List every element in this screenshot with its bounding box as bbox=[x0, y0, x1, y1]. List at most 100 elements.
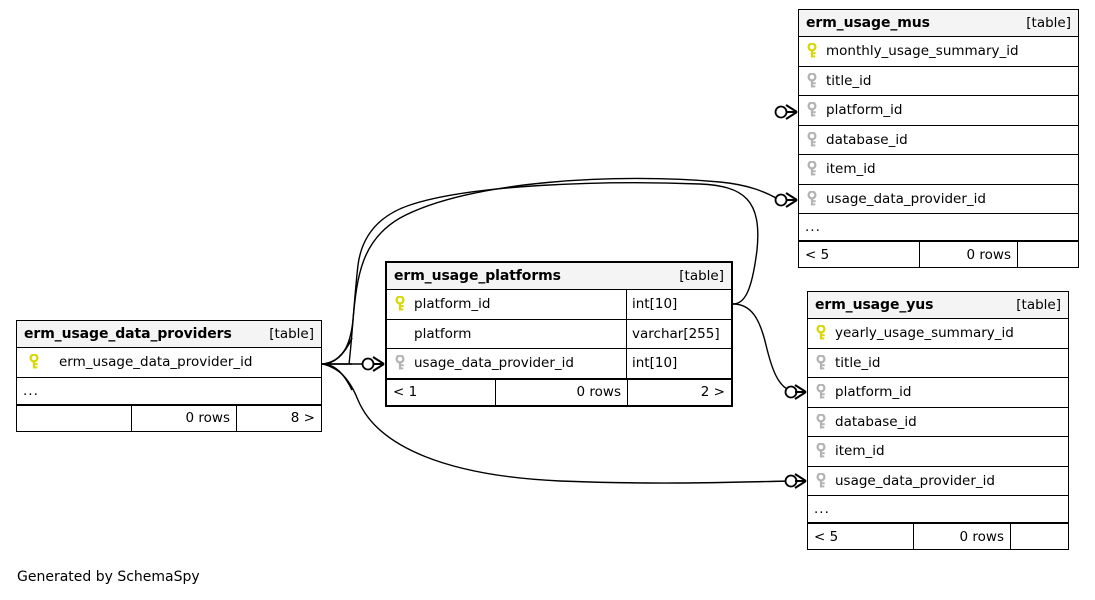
incoming-relations-count: < 5 bbox=[805, 246, 830, 263]
incoming-relations-count: < 5 bbox=[814, 528, 839, 545]
table-header[interactable]: erm_usage_data_providers [table] bbox=[17, 321, 321, 348]
table-row[interactable]: database_id bbox=[799, 126, 1078, 155]
edge-crowfoot-mus-udp-id bbox=[785, 192, 798, 208]
column-cell: title_id bbox=[808, 349, 1068, 378]
table-row[interactable]: erm_usage_data_provider_id bbox=[17, 348, 321, 378]
table-footer: 0 rows 8 > bbox=[17, 404, 321, 431]
edge-endpoint-circle-mus-platform-id bbox=[774, 105, 788, 119]
column-type: varchar[255] bbox=[626, 319, 731, 348]
incoming-relations-count: < 1 bbox=[393, 384, 418, 400]
more-columns-indicator: ... bbox=[808, 496, 1068, 523]
edge-crowfoot-platforms-udp-id bbox=[372, 356, 385, 372]
table-row[interactable]: usage_data_provider_id bbox=[808, 467, 1068, 496]
more-columns-indicator: ... bbox=[799, 214, 1078, 241]
foreign-key-icon bbox=[805, 161, 819, 177]
foreign-key-icon bbox=[393, 355, 407, 371]
column-cell: usage_data_provider_id bbox=[799, 185, 1078, 214]
primary-key-icon bbox=[805, 43, 819, 59]
table-row[interactable]: platform_id bbox=[799, 96, 1078, 126]
table-name: erm_usage_platforms bbox=[394, 268, 561, 284]
table-header[interactable]: erm_usage_mus [table] bbox=[799, 10, 1078, 37]
table-row[interactable]: item_id bbox=[808, 437, 1068, 467]
column-name: platform_id bbox=[835, 384, 912, 401]
outgoing-relations-count bbox=[1017, 242, 1078, 267]
foreign-key-icon bbox=[805, 131, 819, 148]
edge-crowfoot-yus-platform-id bbox=[794, 384, 807, 400]
table-row[interactable]: title_id bbox=[799, 67, 1078, 96]
row-count: 0 rows bbox=[131, 405, 236, 431]
table-name: erm_usage_yus bbox=[815, 297, 934, 313]
table-footer: < 5 0 rows bbox=[799, 241, 1078, 267]
table-name: erm_usage_data_providers bbox=[24, 326, 232, 342]
generated-by-credit: Generated by SchemaSpy bbox=[17, 569, 200, 585]
incoming-relations-count bbox=[17, 406, 131, 431]
table-erm-usage-yus[interactable]: erm_usage_yus [table] yearly_usage_summa… bbox=[807, 291, 1069, 550]
column-name: item_id bbox=[835, 443, 885, 460]
table-erm-usage-data-providers[interactable]: erm_usage_data_providers [table] erm_usa… bbox=[16, 320, 322, 432]
foreign-key-icon bbox=[805, 102, 819, 118]
column-type: int[10] bbox=[626, 349, 731, 378]
table-row[interactable]: usage_data_provider_id int[10] bbox=[387, 349, 731, 379]
primary-key-icon bbox=[27, 354, 41, 370]
column-name: platform bbox=[414, 325, 472, 342]
column-cell: usage_data_provider_id bbox=[808, 467, 1068, 496]
column-name: platform_id bbox=[826, 102, 903, 119]
column-cell: monthly_usage_summary_id bbox=[799, 37, 1078, 66]
column-name: title_id bbox=[826, 72, 872, 89]
table-name: erm_usage_mus bbox=[806, 15, 930, 31]
edge-endpoint-circle-yus-platform-id bbox=[784, 385, 798, 399]
table-footer: < 1 0 rows 2 > bbox=[387, 378, 731, 405]
column-cell: platform_id bbox=[808, 378, 1068, 407]
column-name: erm_usage_data_provider_id bbox=[59, 354, 253, 371]
column-cell: title_id bbox=[799, 67, 1078, 96]
table-row[interactable]: platform_id bbox=[808, 378, 1068, 408]
row-count: 0 rows bbox=[919, 242, 1017, 267]
table-type-label: [table] bbox=[269, 326, 314, 342]
table-row[interactable]: platform varchar[255] bbox=[387, 319, 731, 349]
column-cell: erm_usage_data_provider_id bbox=[17, 348, 321, 377]
table-row[interactable]: database_id bbox=[808, 408, 1068, 437]
column-cell: platform_id bbox=[799, 96, 1078, 125]
foreign-key-icon bbox=[814, 354, 828, 371]
table-row[interactable]: title_id bbox=[808, 349, 1068, 378]
column-cell: platform_id bbox=[387, 290, 626, 319]
outgoing-relations-count: 8 > bbox=[236, 405, 321, 431]
foreign-key-icon bbox=[805, 72, 819, 89]
table-header[interactable]: erm_usage_yus [table] bbox=[808, 292, 1068, 319]
column-cell: item_id bbox=[808, 437, 1068, 466]
column-name: item_id bbox=[826, 161, 876, 178]
edge-endpoint-circle-platforms-udp-id bbox=[361, 357, 375, 371]
table-row[interactable]: yearly_usage_summary_id bbox=[808, 319, 1068, 349]
outgoing-relations-count: 2 > bbox=[627, 379, 731, 405]
table-row[interactable]: usage_data_provider_id bbox=[799, 185, 1078, 214]
edge-platforms-to-yus bbox=[732, 303, 790, 391]
column-name: title_id bbox=[835, 354, 881, 371]
column-cell: yearly_usage_summary_id bbox=[808, 319, 1068, 348]
foreign-key-icon bbox=[805, 190, 819, 207]
column-name: platform_id bbox=[414, 296, 491, 313]
table-row[interactable]: monthly_usage_summary_id bbox=[799, 37, 1078, 67]
more-columns-indicator: ... bbox=[17, 378, 321, 405]
table-erm-usage-mus[interactable]: erm_usage_mus [table] monthly_usage_summ… bbox=[798, 9, 1079, 268]
edge-endpoint-circle-yus-udp-id bbox=[784, 474, 798, 488]
table-footer: < 5 0 rows bbox=[808, 523, 1068, 549]
table-header[interactable]: erm_usage_platforms [table] bbox=[387, 263, 731, 290]
table-type-label: [table] bbox=[1016, 297, 1061, 313]
foreign-key-icon bbox=[814, 413, 828, 430]
table-row[interactable]: item_id bbox=[799, 155, 1078, 185]
primary-key-icon bbox=[814, 325, 828, 341]
table-type-label: [table] bbox=[1026, 15, 1071, 31]
table-row[interactable]: platform_id int[10] bbox=[387, 290, 731, 320]
table-erm-usage-platforms[interactable]: erm_usage_platforms [table] platform_id … bbox=[385, 261, 733, 407]
column-name: yearly_usage_summary_id bbox=[835, 325, 1014, 342]
edge-endpoint-circle-mus-udp-id bbox=[774, 193, 788, 207]
primary-key-icon bbox=[393, 296, 407, 312]
column-name: usage_data_provider_id bbox=[835, 472, 995, 489]
column-cell: database_id bbox=[808, 408, 1068, 437]
column-cell: usage_data_provider_id bbox=[387, 349, 626, 378]
edge-crowfoot-yus-udp-id bbox=[794, 473, 807, 489]
row-count: 0 rows bbox=[913, 524, 1010, 549]
column-cell: database_id bbox=[799, 126, 1078, 155]
outgoing-relations-count bbox=[1010, 524, 1068, 549]
